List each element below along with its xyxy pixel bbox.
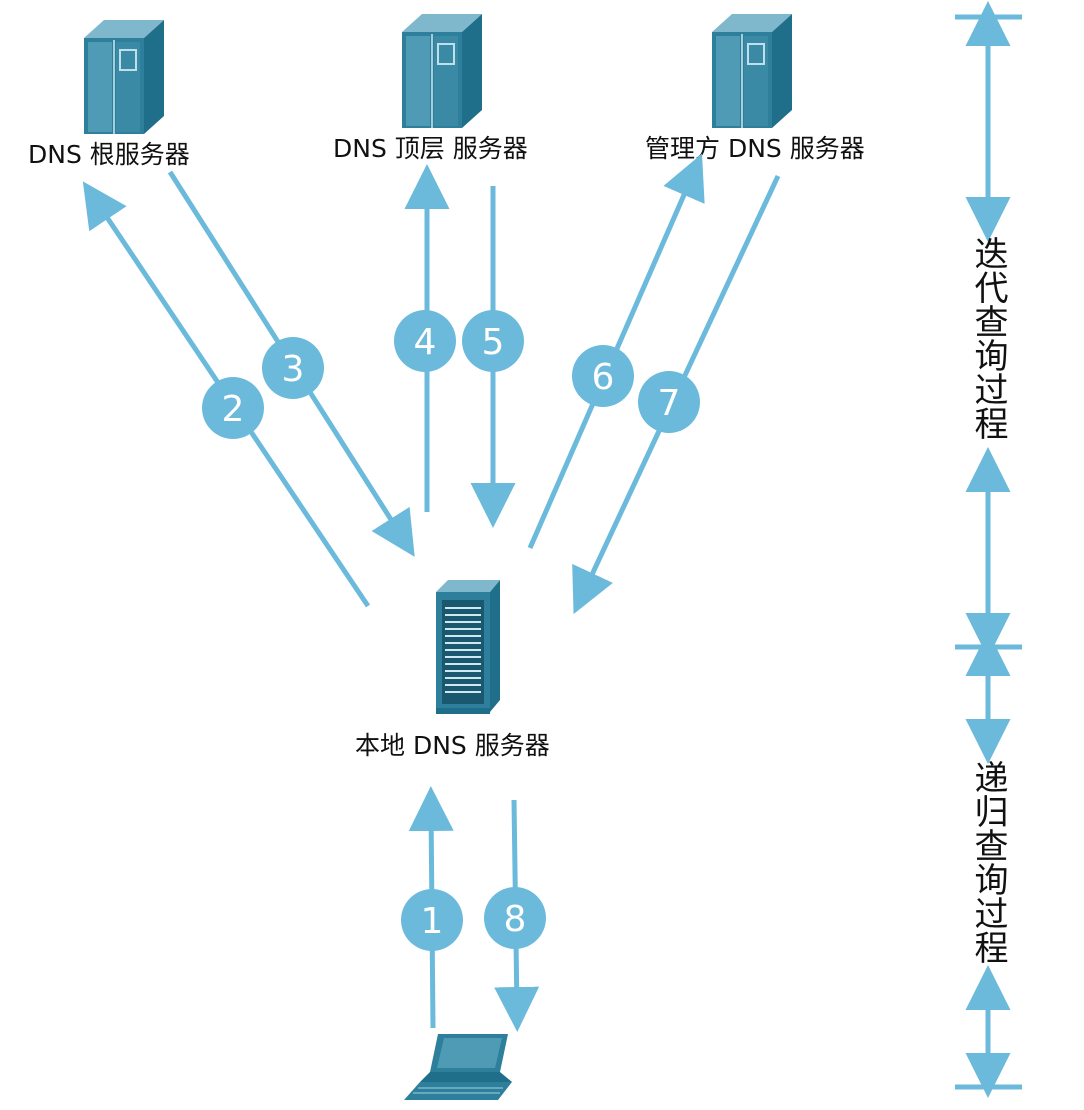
tld-server-label: DNS 顶层 服务器 <box>333 134 528 163</box>
svg-text:7: 7 <box>658 383 681 424</box>
auth-server-label: 管理方 DNS 服务器 <box>645 134 865 163</box>
step-badge: 1 <box>401 889 463 951</box>
step-badge: 3 <box>262 337 324 399</box>
auth-server: 管理方 DNS 服务器 <box>645 13 865 163</box>
local-server-label: 本地 DNS 服务器 <box>355 731 550 760</box>
tld-server: DNS 顶层 服务器 <box>333 13 528 163</box>
tower-server-icon <box>711 13 793 129</box>
svg-text:2: 2 <box>222 389 245 430</box>
svg-text:8: 8 <box>504 899 527 940</box>
recursive-query-label: 递归查询过程 <box>968 760 1008 964</box>
svg-text:4: 4 <box>414 322 437 363</box>
step-badge: 4 <box>394 310 456 372</box>
svg-text:6: 6 <box>592 357 615 398</box>
step-badge: 8 <box>484 887 546 949</box>
laptop-icon <box>404 1034 512 1100</box>
iterative-query-label: 迭代查询过程 <box>968 236 1008 440</box>
root-server-label: DNS 根服务器 <box>28 140 190 169</box>
rack-server-icon <box>436 580 500 714</box>
local-dns-server: 本地 DNS 服务器 <box>355 580 550 760</box>
svg-text:5: 5 <box>482 322 505 363</box>
step-badge: 5 <box>462 310 524 372</box>
process-bracket: 迭代查询过程 递归查询过程 <box>955 0 1022 1098</box>
tower-server-icon <box>401 13 483 129</box>
step-badge: 7 <box>638 371 700 433</box>
svg-text:1: 1 <box>421 901 444 942</box>
root-server: DNS 根服务器 <box>28 19 190 169</box>
tower-server-icon <box>83 19 165 135</box>
svg-text:3: 3 <box>282 349 305 390</box>
step-badge: 2 <box>202 377 264 439</box>
step-badge: 6 <box>572 345 634 407</box>
